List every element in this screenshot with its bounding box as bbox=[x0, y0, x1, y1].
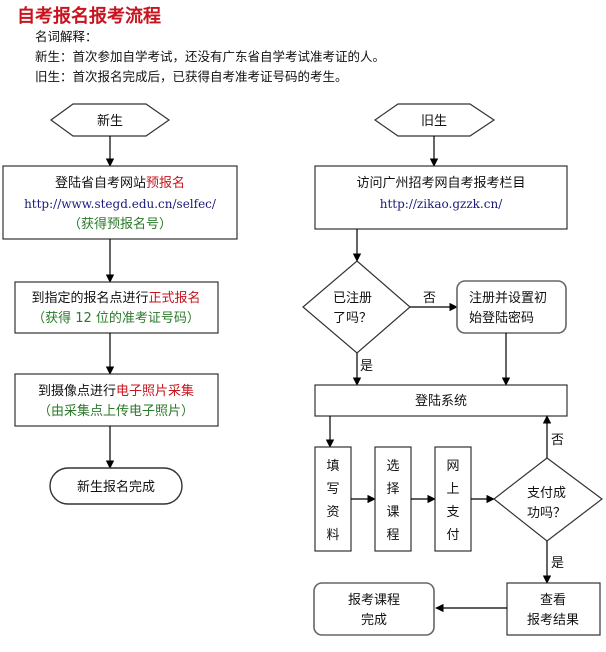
select-char-4: 程 bbox=[386, 528, 399, 543]
fill-char-4: 料 bbox=[326, 528, 339, 543]
fill-char-2: 写 bbox=[326, 482, 339, 497]
fill-info-box: 填 写 资 料 bbox=[314, 446, 352, 552]
new-step1-text: 登陆省自考网站预报名 bbox=[55, 175, 185, 191]
login-label: 登陆系统 bbox=[415, 393, 467, 409]
decision-payment: 支付成 功吗？ bbox=[493, 457, 603, 542]
decision-payment-yes-label: 是 bbox=[551, 556, 564, 571]
done-line2: 完成 bbox=[361, 613, 387, 628]
decision-registered-line1: 已注册 bbox=[333, 291, 372, 306]
glossary-new-student: 新生：首次参加自学考试，还没有广东省自学考试准考证的人。 bbox=[35, 49, 386, 64]
select-char-2: 择 bbox=[386, 482, 399, 497]
check-line2: 报考结果 bbox=[527, 613, 579, 628]
decision-registered-no-label: 否 bbox=[423, 291, 436, 306]
glossary-old-student: 旧生：首次报名完成后，已获得自考准考证号码的考生。 bbox=[35, 69, 348, 84]
decision-payment-line2: 功吗？ bbox=[527, 506, 566, 521]
decision-payment-no-label: 否 bbox=[551, 433, 564, 448]
login-box: 登陆系统 bbox=[314, 384, 568, 417]
old-step1-box: 访问广州招考网自考报考栏目 http://zikao.gzzk.cn/ bbox=[314, 165, 568, 230]
old-start-node: 旧生 bbox=[373, 103, 496, 137]
old-step1-text: 访问广州招考网自考报考栏目 bbox=[356, 176, 525, 191]
register-line2: 始登陆密码 bbox=[469, 310, 534, 326]
decision-payment-line1: 支付成 bbox=[527, 486, 566, 501]
select-course-box: 选 择 课 程 bbox=[374, 446, 412, 552]
new-start-node: 新生 bbox=[49, 103, 171, 137]
page-title: 自考报名报考流程 bbox=[17, 6, 161, 27]
glossary: 名词解释： 新生：首次参加自学考试，还没有广东省自学考试准考证的人。 旧生：首次… bbox=[35, 27, 385, 87]
register-line1: 注册并设置初 bbox=[469, 291, 547, 306]
new-end-label: 新生报名完成 bbox=[77, 479, 155, 495]
check-result-box: 查看 报考结果 bbox=[506, 582, 601, 636]
new-step3-text: 到摄像点进行电子照片采集 bbox=[38, 383, 194, 399]
register-node: 注册并设置初 始登陆密码 bbox=[456, 280, 567, 334]
pay-char-4: 付 bbox=[446, 528, 459, 543]
fill-char-1: 填 bbox=[326, 459, 339, 474]
new-step3-note: （由采集点上传电子照片） bbox=[38, 403, 194, 419]
check-line1: 查看 bbox=[540, 592, 566, 608]
new-step1-note: （获得预报名号） bbox=[68, 216, 172, 232]
online-pay-box: 网 上 支 付 bbox=[434, 446, 472, 552]
old-start-label: 旧生 bbox=[421, 114, 447, 129]
done-node: 报考课程 完成 bbox=[313, 582, 435, 636]
new-end-node: 新生报名完成 bbox=[49, 467, 183, 505]
decision-registered: 已注册 了吗？ bbox=[302, 260, 411, 354]
old-step1-url: http://zikao.gzzk.cn/ bbox=[380, 197, 503, 211]
new-step2-box: 到指定的报名点进行正式报名 （获得 12 位的准考证号码） bbox=[14, 281, 219, 334]
new-step1-url: http://www.stegd.edu.cn/selfec/ bbox=[24, 197, 217, 211]
glossary-heading: 名词解释： bbox=[35, 29, 98, 44]
select-char-3: 课 bbox=[386, 505, 399, 520]
fill-char-3: 资 bbox=[326, 505, 339, 520]
pay-char-1: 网 bbox=[446, 459, 459, 474]
decision-registered-yes-label: 是 bbox=[360, 359, 373, 374]
new-step1-box: 登陆省自考网站预报名 http://www.stegd.edu.cn/selfe… bbox=[2, 165, 238, 240]
new-start-label: 新生 bbox=[97, 113, 123, 129]
new-step3-box: 到摄像点进行电子照片采集 （由采集点上传电子照片） bbox=[14, 373, 219, 427]
new-step2-note: （获得 12 位的准考证号码） bbox=[32, 310, 200, 326]
new-step2-text: 到指定的报名点进行正式报名 bbox=[31, 290, 200, 306]
pay-char-2: 上 bbox=[446, 482, 459, 497]
done-line1: 报考课程 bbox=[348, 593, 400, 608]
pay-char-3: 支 bbox=[446, 505, 459, 520]
decision-registered-line2: 了吗？ bbox=[333, 311, 372, 326]
select-char-1: 选 bbox=[386, 459, 399, 474]
